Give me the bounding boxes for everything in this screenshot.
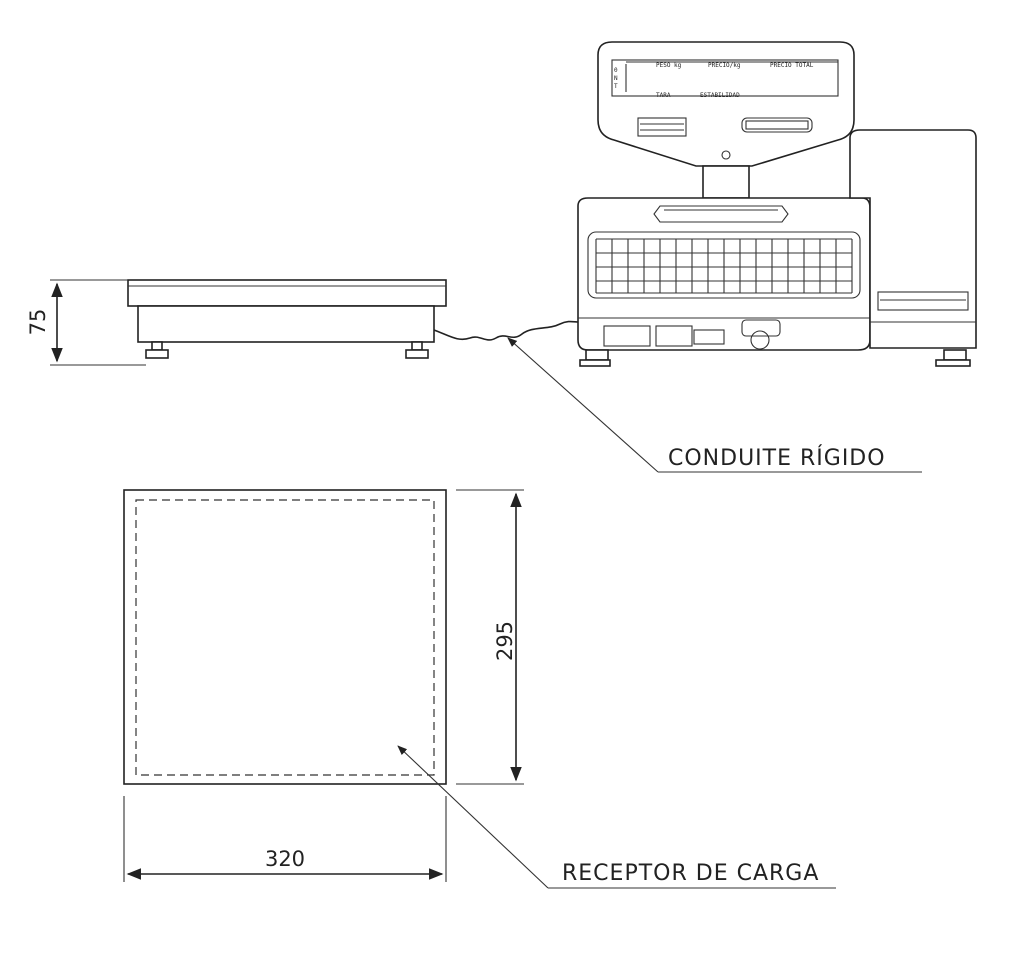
depth-value: 295 <box>493 621 517 661</box>
receptor-label: RECEPTOR DE CARGA <box>562 861 819 886</box>
receptor-callout: RECEPTOR DE CARGA <box>397 745 836 889</box>
height-dimension: 75 <box>26 279 146 366</box>
conduit-callout: CONDUITE RÍGIDO <box>507 337 922 473</box>
svg-text:PESO kg: PESO kg <box>656 62 682 69</box>
width-dimension: 320 <box>123 796 447 882</box>
platform-side-view <box>127 279 447 359</box>
svg-text:0: 0 <box>614 67 618 74</box>
scale-body: PESO kg PRECIO/kg PRECIO TOTAL TARA ESTA… <box>577 41 977 367</box>
svg-text:ESTABILIDAD: ESTABILIDAD <box>700 92 740 99</box>
conduit-cable <box>433 320 579 341</box>
height-value: 75 <box>26 309 50 336</box>
width-value: 320 <box>265 847 305 871</box>
depth-dimension: 295 <box>456 489 524 785</box>
svg-text:TARA: TARA <box>656 92 671 99</box>
svg-text:N: N <box>614 75 618 82</box>
svg-text:PRECIO TOTAL: PRECIO TOTAL <box>770 62 814 69</box>
svg-text:PRECIO/kg: PRECIO/kg <box>708 62 741 69</box>
keypad-grid <box>595 238 853 294</box>
conduit-label: CONDUITE RÍGIDO <box>668 445 886 471</box>
svg-text:T: T <box>614 83 618 90</box>
platform-top-view <box>123 489 447 785</box>
